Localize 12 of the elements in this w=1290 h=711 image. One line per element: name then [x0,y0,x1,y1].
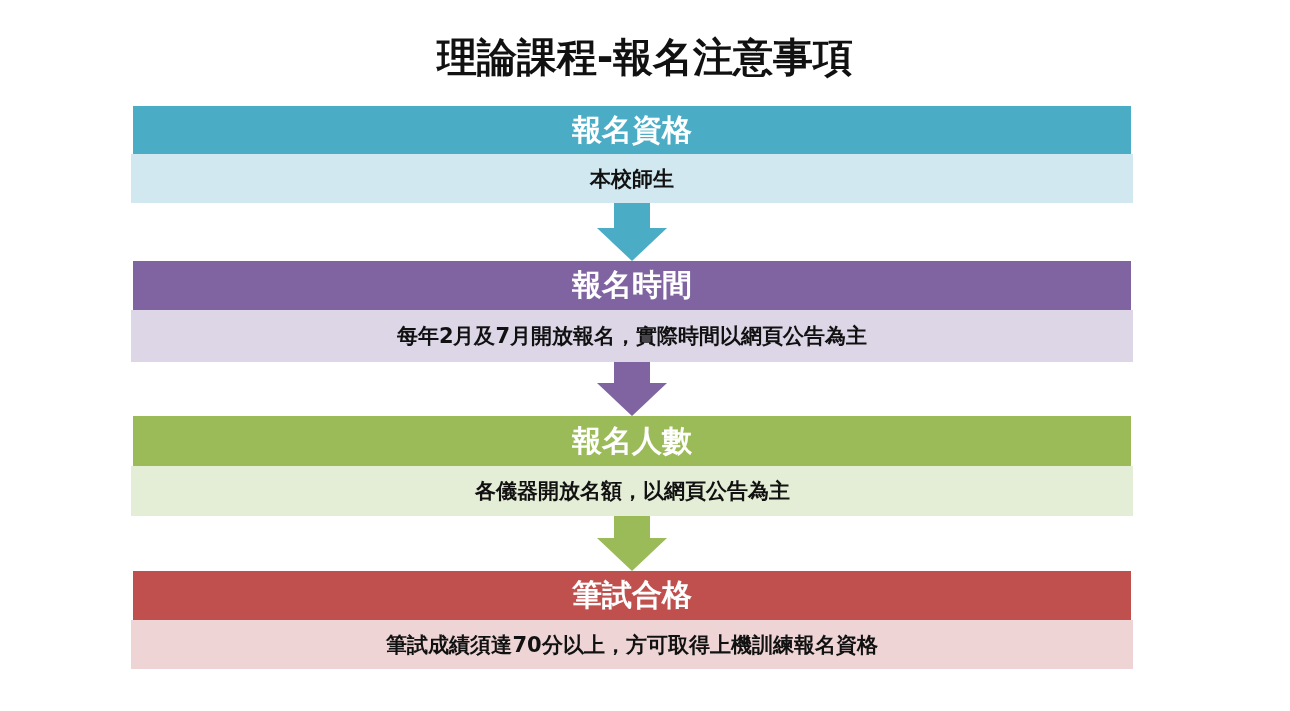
stage-body: 本校師生 [131,154,1133,203]
stage-header: 報名時間 [133,261,1131,310]
diagram-title: 理論課程-報名注意事項 [435,33,855,82]
stage-body: 各儀器開放名額，以網頁公告為主 [131,466,1133,516]
stage-body: 每年2月及7月開放報名，實際時間以網頁公告為主 [131,310,1133,362]
block-arrow [597,362,667,416]
block-arrow [597,203,667,261]
stage-header: 報名資格 [133,106,1131,154]
stage-body: 筆試成績須達70分以上，方可取得上機訓練報名資格 [131,620,1133,669]
stage-header: 筆試合格 [133,571,1131,620]
block-arrow [597,516,667,571]
stage-header: 報名人數 [133,416,1131,466]
